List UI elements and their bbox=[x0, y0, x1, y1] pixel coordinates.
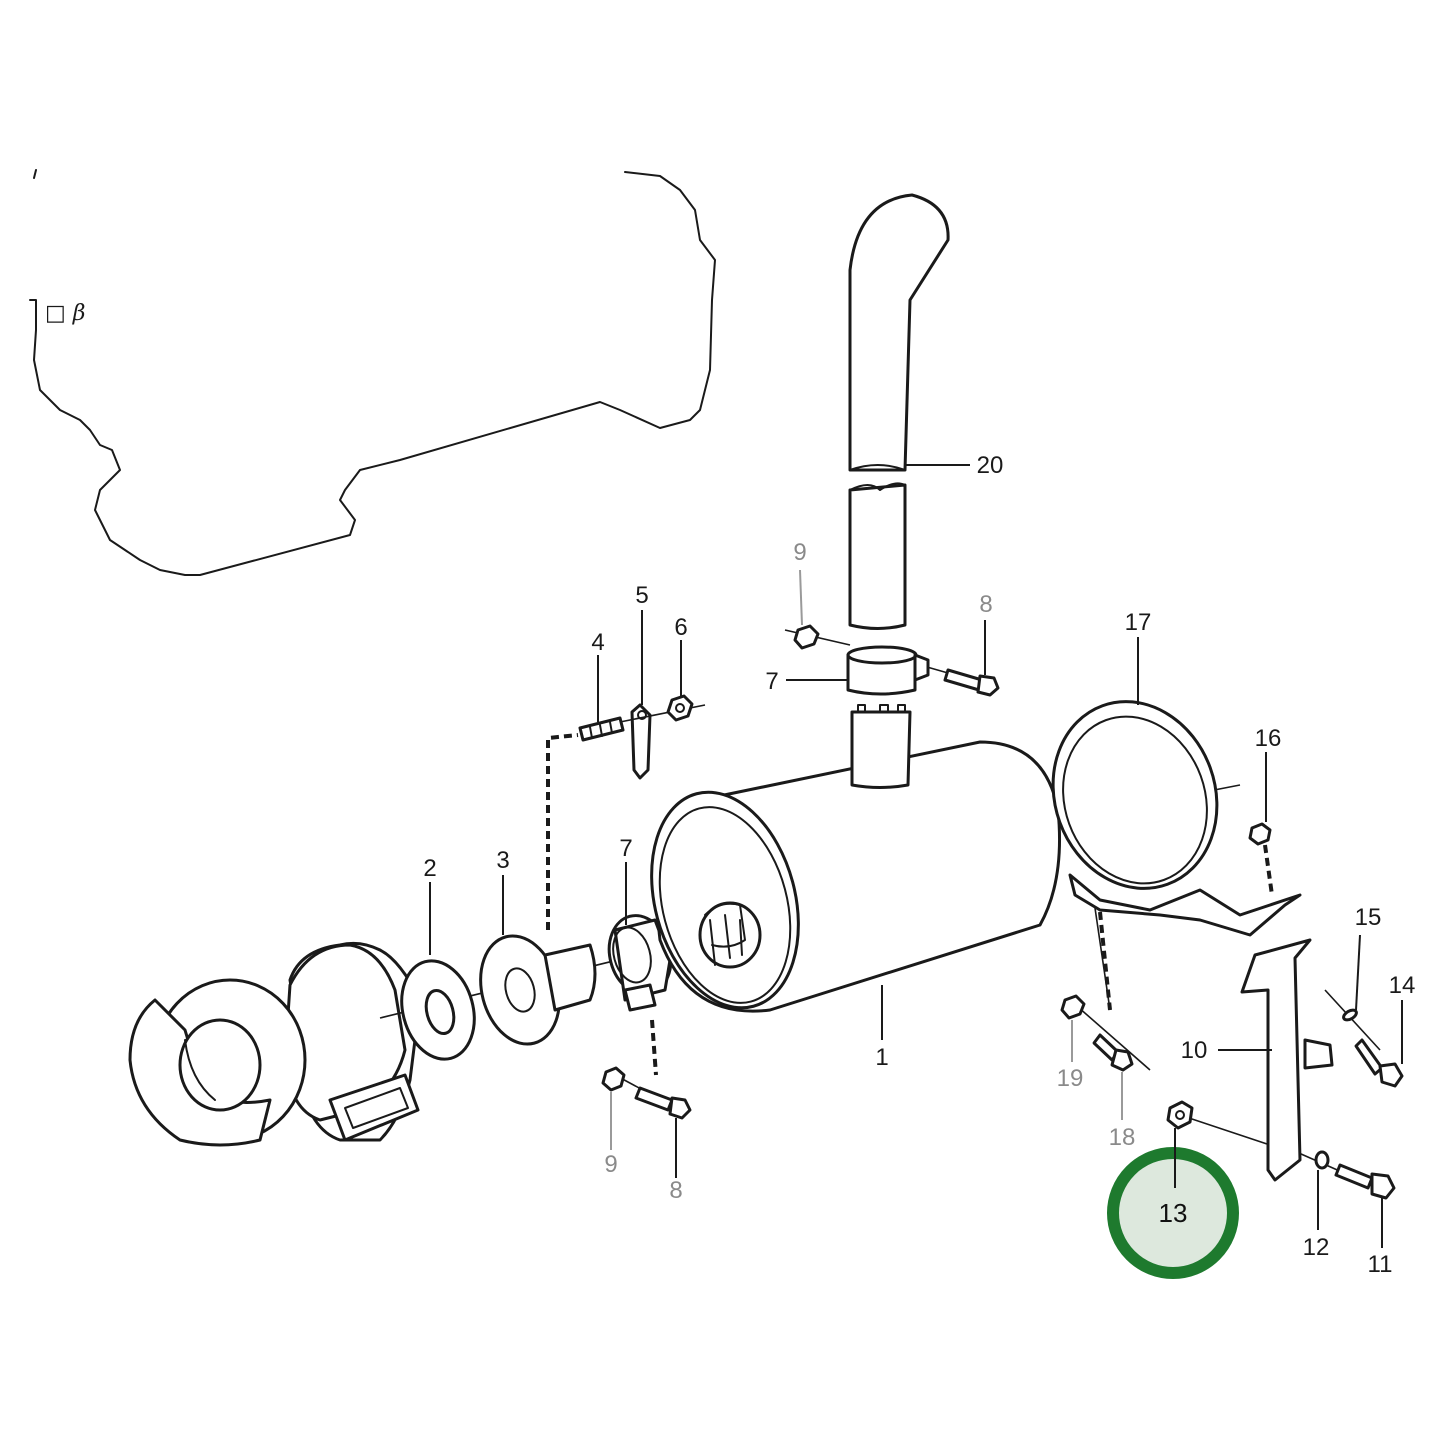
callout-11: 11 bbox=[1368, 1251, 1393, 1278]
nut-part-19 bbox=[1060, 994, 1086, 1020]
rubber-element-part bbox=[1166, 1100, 1194, 1130]
support-bracket-part bbox=[1240, 938, 1334, 1182]
callout-9-upper: 9 bbox=[793, 539, 806, 566]
muffler-body-part bbox=[650, 704, 1061, 1013]
engine-outline-sketch: □ β bbox=[29, 169, 716, 576]
callout-5: 5 bbox=[635, 582, 648, 609]
callout-8-upper: 8 bbox=[979, 591, 992, 618]
washer-part-12 bbox=[1314, 1150, 1330, 1170]
nut-part-6 bbox=[666, 694, 694, 722]
dashed-guide-8 bbox=[650, 1019, 658, 1076]
band-clamp-part bbox=[1051, 700, 1302, 937]
dashed-guide-18 bbox=[1098, 911, 1112, 1011]
sketch-label: □ β bbox=[45, 301, 86, 326]
turbocharger bbox=[128, 941, 422, 1147]
bolt-part-8-lower bbox=[634, 1086, 692, 1120]
bolt-part-18 bbox=[1092, 1033, 1134, 1072]
callout-9-lower: 9 bbox=[604, 1151, 617, 1178]
callout-12: 12 bbox=[1303, 1234, 1330, 1261]
clamp-part-upper bbox=[846, 645, 930, 696]
highlight-ring bbox=[1107, 1147, 1239, 1279]
callout-labels: 1 2 3 4 5 6 7 7 8 8 9 9 10 11 12 14 15 1… bbox=[423, 452, 1415, 1278]
bracket-plate-part bbox=[619, 703, 706, 780]
callout-19: 19 bbox=[1057, 1065, 1084, 1092]
callout-7-upper: 7 bbox=[765, 668, 778, 695]
callout-7-lower: 7 bbox=[619, 835, 632, 862]
washer-part-15 bbox=[1342, 1008, 1358, 1022]
exhaust-pipe-part bbox=[848, 193, 950, 630]
callout-14: 14 bbox=[1389, 972, 1416, 999]
callout-1: 1 bbox=[875, 1044, 888, 1071]
callout-15: 15 bbox=[1355, 904, 1382, 931]
callout-20: 20 bbox=[977, 452, 1004, 479]
gasket-part bbox=[400, 959, 476, 1061]
flange-part bbox=[479, 934, 597, 1046]
callout-17: 17 bbox=[1125, 609, 1152, 636]
bolt-part-8-upper bbox=[943, 668, 1000, 697]
callout-16: 16 bbox=[1255, 725, 1282, 752]
callout-13: 13 bbox=[1159, 1198, 1188, 1228]
callout-8-lower: 8 bbox=[669, 1177, 682, 1204]
callout-2: 2 bbox=[423, 855, 436, 882]
dashed-guide-4 bbox=[546, 733, 579, 930]
callout-3: 3 bbox=[496, 847, 509, 874]
highlight-marker-13[interactable]: 13 bbox=[1107, 1128, 1239, 1279]
callout-6: 6 bbox=[674, 614, 687, 641]
callout-4: 4 bbox=[591, 629, 604, 656]
callout-10: 10 bbox=[1181, 1037, 1208, 1064]
callout-18: 18 bbox=[1109, 1124, 1136, 1151]
bolt-part-11 bbox=[1334, 1163, 1396, 1200]
bolt-part-14 bbox=[1354, 1038, 1404, 1088]
nut-part-9-lower bbox=[601, 1066, 626, 1092]
stud-part bbox=[578, 716, 625, 742]
nut-part-16 bbox=[1248, 822, 1274, 896]
clamp-part-lower bbox=[607, 914, 673, 1012]
leader-lines bbox=[429, 464, 1403, 1248]
nut-part-9-upper bbox=[793, 624, 820, 650]
